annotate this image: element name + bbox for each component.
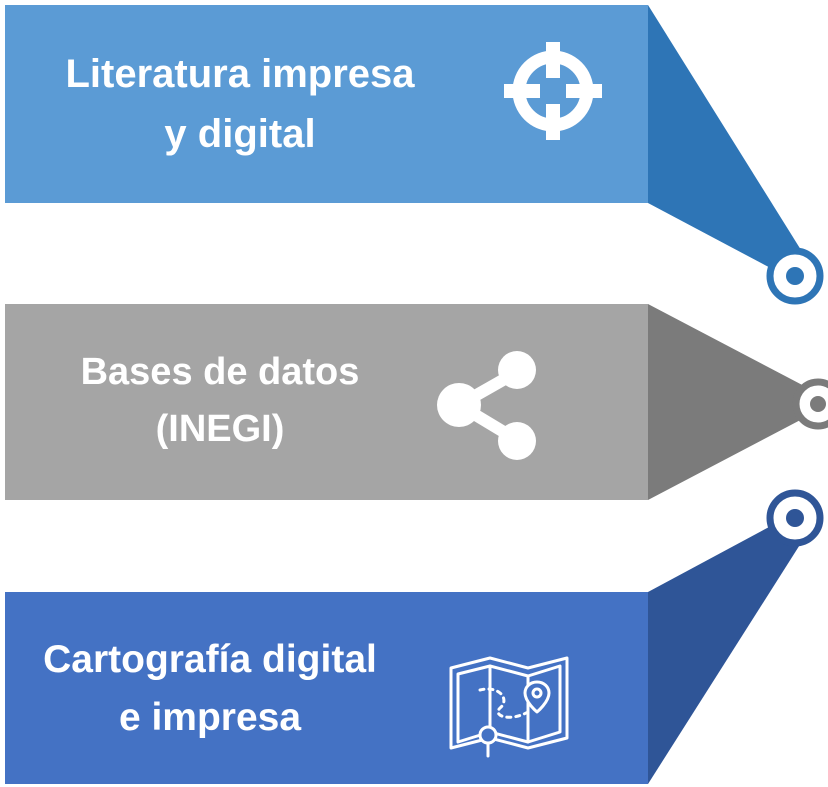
item-1-banner — [5, 5, 648, 203]
item-bases-datos — [5, 304, 828, 500]
item-3-label-line-1: Cartografía digital — [43, 638, 377, 681]
item-1-label-line-2: y digital — [164, 112, 316, 156]
item-3-node-dot — [786, 509, 804, 527]
item-2-label: Bases de datos (INEGI) — [20, 344, 420, 458]
item-cartografia — [5, 489, 824, 784]
item-2-fold — [648, 304, 808, 500]
item-2-label-line-1: Bases de datos — [80, 351, 360, 393]
item-1-label-line-1: Literatura impresa — [65, 52, 415, 96]
item-3-label: Cartografía digital e impresa — [15, 631, 405, 747]
item-literatura — [5, 5, 824, 305]
item-1-fold — [648, 5, 806, 272]
item-2-node-dot — [810, 396, 826, 412]
map-icon — [449, 656, 569, 758]
item-2-label-line-2: (INEGI) — [155, 408, 285, 450]
item-3-label-line-2: e impresa — [118, 696, 302, 739]
crosshair-icon — [504, 42, 602, 140]
item-1-label: Literatura impresa y digital — [20, 44, 460, 164]
item-2-banner — [5, 304, 648, 500]
share-icon — [437, 351, 536, 460]
item-3-fold — [648, 520, 808, 784]
item-1-node-dot — [786, 267, 804, 285]
